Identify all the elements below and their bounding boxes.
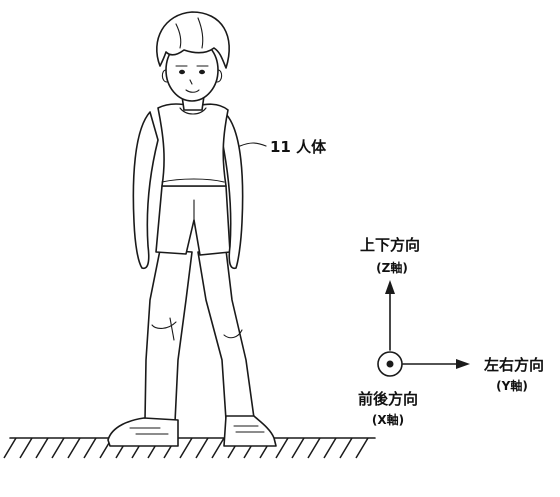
hatch-mark bbox=[83, 437, 97, 459]
human-figure bbox=[107, 11, 277, 447]
hatch-mark bbox=[35, 437, 49, 459]
shorts bbox=[155, 185, 231, 256]
x-axis-dot bbox=[386, 360, 394, 368]
left-pant-crease bbox=[169, 317, 175, 341]
left-shoe bbox=[107, 417, 179, 447]
hair-strand bbox=[197, 17, 204, 49]
y-axis-label: 左右方向 bbox=[483, 356, 544, 374]
right-shoe bbox=[223, 415, 277, 447]
shirt-hem bbox=[161, 178, 225, 183]
right-ear bbox=[216, 69, 223, 83]
hatch-mark bbox=[19, 437, 33, 459]
hair-strand bbox=[175, 23, 182, 49]
hatch-mark bbox=[51, 437, 65, 459]
hatch-mark bbox=[291, 437, 305, 459]
right-eye bbox=[199, 69, 205, 75]
left-eye bbox=[179, 69, 185, 75]
left-shoe-laces bbox=[129, 427, 169, 435]
y-axis-sublabel: (Y軸) bbox=[496, 378, 528, 393]
hatch-mark bbox=[211, 437, 225, 459]
z-axis-sublabel: (Z軸) bbox=[376, 260, 408, 275]
hatch-mark bbox=[3, 437, 17, 459]
right-arm bbox=[221, 113, 244, 270]
left-leg bbox=[144, 249, 193, 423]
x-axis-sublabel: (X軸) bbox=[372, 412, 404, 427]
human-ref-label: 11 人体 bbox=[270, 138, 327, 156]
hatch-mark bbox=[179, 437, 193, 459]
left-knee-fold bbox=[151, 321, 177, 329]
hair bbox=[156, 11, 230, 69]
hatch-mark bbox=[339, 437, 353, 459]
hatch-mark bbox=[67, 437, 81, 459]
hatch-mark bbox=[323, 437, 337, 459]
mouth bbox=[185, 89, 200, 93]
x-axis-label: 前後方向 bbox=[358, 390, 418, 408]
shirt-collar bbox=[179, 107, 207, 115]
hatch-mark bbox=[275, 437, 289, 459]
nose bbox=[189, 79, 193, 85]
hatch-mark bbox=[355, 437, 369, 459]
y-axis-arrowhead bbox=[456, 359, 470, 369]
right-knee-fold bbox=[223, 329, 243, 339]
leader-line bbox=[239, 142, 267, 147]
hatch-mark bbox=[307, 437, 321, 459]
x-axis-circle bbox=[377, 351, 403, 377]
right-leg bbox=[197, 249, 255, 421]
ground-hatching bbox=[3, 437, 369, 459]
z-axis-arrowhead bbox=[385, 280, 395, 294]
z-axis-label: 上下方向 bbox=[360, 236, 420, 254]
axis-diagram bbox=[377, 280, 470, 377]
hatch-mark bbox=[195, 437, 209, 459]
left-arm bbox=[132, 111, 159, 270]
shirt bbox=[157, 103, 229, 187]
right-shoe-laces bbox=[233, 425, 265, 433]
ground bbox=[3, 437, 376, 459]
left-ear bbox=[161, 69, 168, 83]
